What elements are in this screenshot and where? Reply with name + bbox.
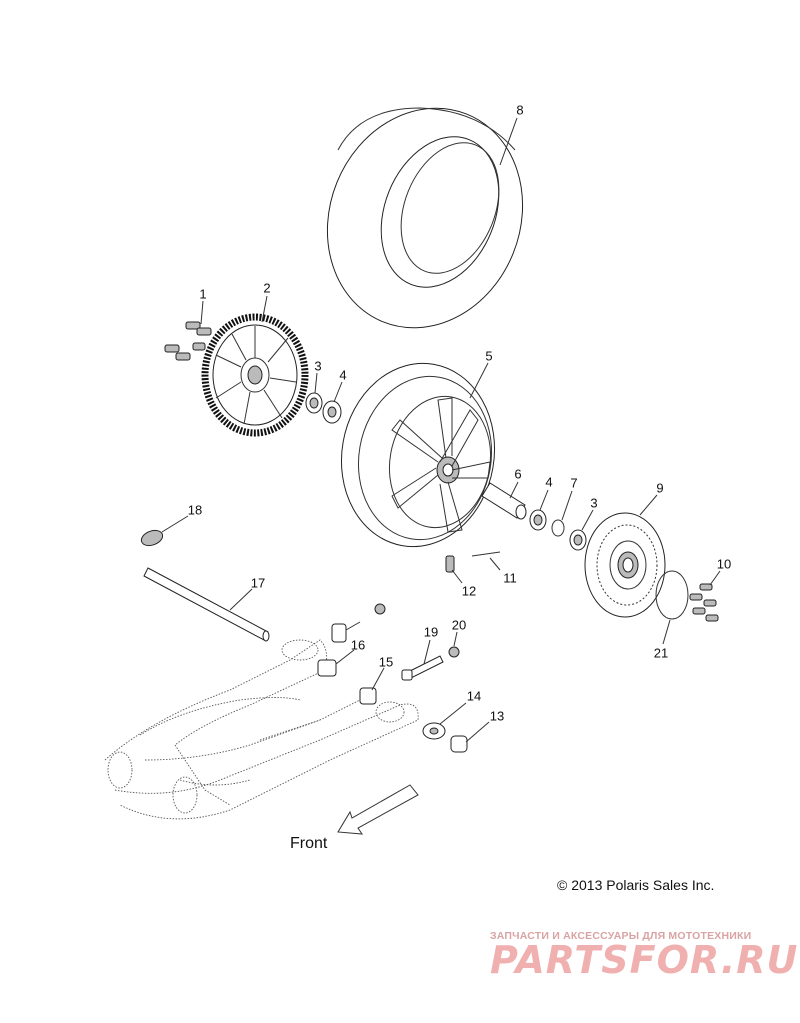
nut-upper [375,604,385,614]
disc-bolts [690,584,718,621]
callout-10: 10 [716,556,732,572]
adjuster-bolt [402,656,443,680]
callout-9: 9 [656,480,664,496]
callout-4: 4 [545,474,553,490]
leader-lines [162,118,720,742]
circlip [552,520,564,536]
copyright-notice: © 2013 Polaris Sales Inc. [557,877,715,893]
brake-disc [585,513,665,617]
axle [144,568,269,641]
callout-11: 11 [503,570,517,586]
axle-cap [139,528,164,549]
callout-20: 20 [451,617,467,633]
callout-4: 4 [339,367,347,383]
front-arrow [338,785,418,834]
adjuster-block [332,622,360,642]
sprocket [205,317,305,433]
watermark-logo: PARTSFOR.RU [490,938,799,982]
callout-3: 3 [590,495,598,511]
wheel-weight [472,552,500,556]
watermark-tagline: ЗАПЧАСТИ И АКСЕССУАРЫ ДЛЯ МОТОТЕХНИКИ [490,930,752,942]
callout-14: 14 [466,688,482,704]
tone-ring [656,571,688,619]
callout-17: 17 [250,575,266,591]
callout-2: 2 [263,280,271,296]
callout-21: 21 [653,645,669,661]
jam-nut [449,647,459,657]
wheel [327,351,509,559]
callout-12: 12 [461,583,477,599]
callout-5: 5 [485,348,493,364]
callout-7: 7 [570,475,578,491]
front-label: Front [290,835,328,852]
tire [295,79,555,358]
sprocket-bolts [165,322,211,360]
valve-stem [446,556,454,572]
callout-13: 13 [489,708,505,724]
callout-1: 1 [199,286,207,302]
callout-15: 15 [378,654,394,670]
callout-3: 3 [314,358,322,374]
axle-nut [451,736,467,752]
callout-18: 18 [187,502,203,518]
callout-6: 6 [514,466,522,482]
callout-16: 16 [350,637,366,653]
bushing [318,660,336,676]
wheel-spacer [482,483,526,519]
swingarm [105,640,418,819]
collar [360,688,376,704]
callout-8: 8 [516,102,524,118]
callout-19: 19 [423,624,439,640]
